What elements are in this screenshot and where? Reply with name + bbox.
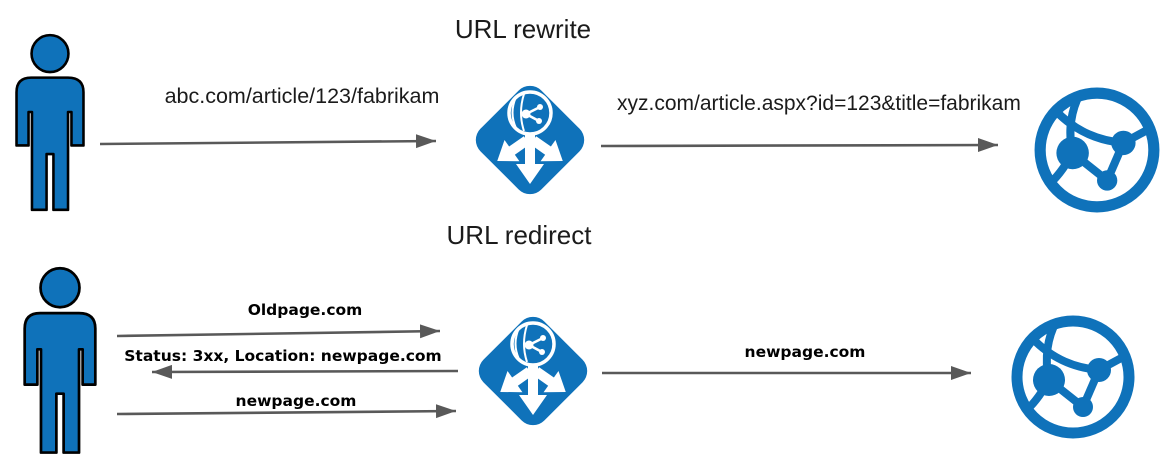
application-gateway-icon [460, 70, 600, 210]
redirect-forward-url-label: newpage.com [744, 343, 866, 361]
web-app-nodes [1056, 130, 1136, 191]
gateway-trident-arrows [497, 130, 563, 184]
user-head [30, 33, 70, 74]
rewrite-request-url-label: abc.com/article/123/fabrikam [164, 84, 440, 108]
application-gateway-icon [463, 301, 603, 441]
user-head [39, 266, 81, 309]
gateway-trident-arrows [500, 361, 566, 415]
web-app-icon [1008, 312, 1138, 442]
rewrite-rewritten-url-label: xyz.com/article.aspx?id=123&title=fabrik… [617, 92, 1021, 115]
redirect-followup-url-label: newpage.com [235, 392, 357, 410]
redirect-followup-arrow [116, 404, 457, 419]
redirect-response-arrow [151, 364, 459, 379]
user-body [23, 311, 97, 454]
user-icon [2, 33, 98, 215]
user-body [15, 76, 85, 212]
rewrite-request-arrow [99, 134, 437, 149]
redirect-request-arrow [116, 324, 441, 339]
rewrite-forward-arrow [600, 138, 999, 153]
redirect-response-label: Status: 3xx, Location: newpage.com [124, 347, 442, 365]
rewrite-section-title: URL rewrite [454, 14, 592, 44]
web-app-nodes [1033, 358, 1111, 417]
gateway-globe [507, 90, 553, 136]
gateway-globe [510, 321, 556, 367]
redirect-request-url-label: Oldpage.com [247, 301, 363, 319]
user-icon [10, 266, 110, 458]
redirect-section-title: URL redirect [446, 220, 592, 250]
web-app-icon [1031, 84, 1163, 216]
